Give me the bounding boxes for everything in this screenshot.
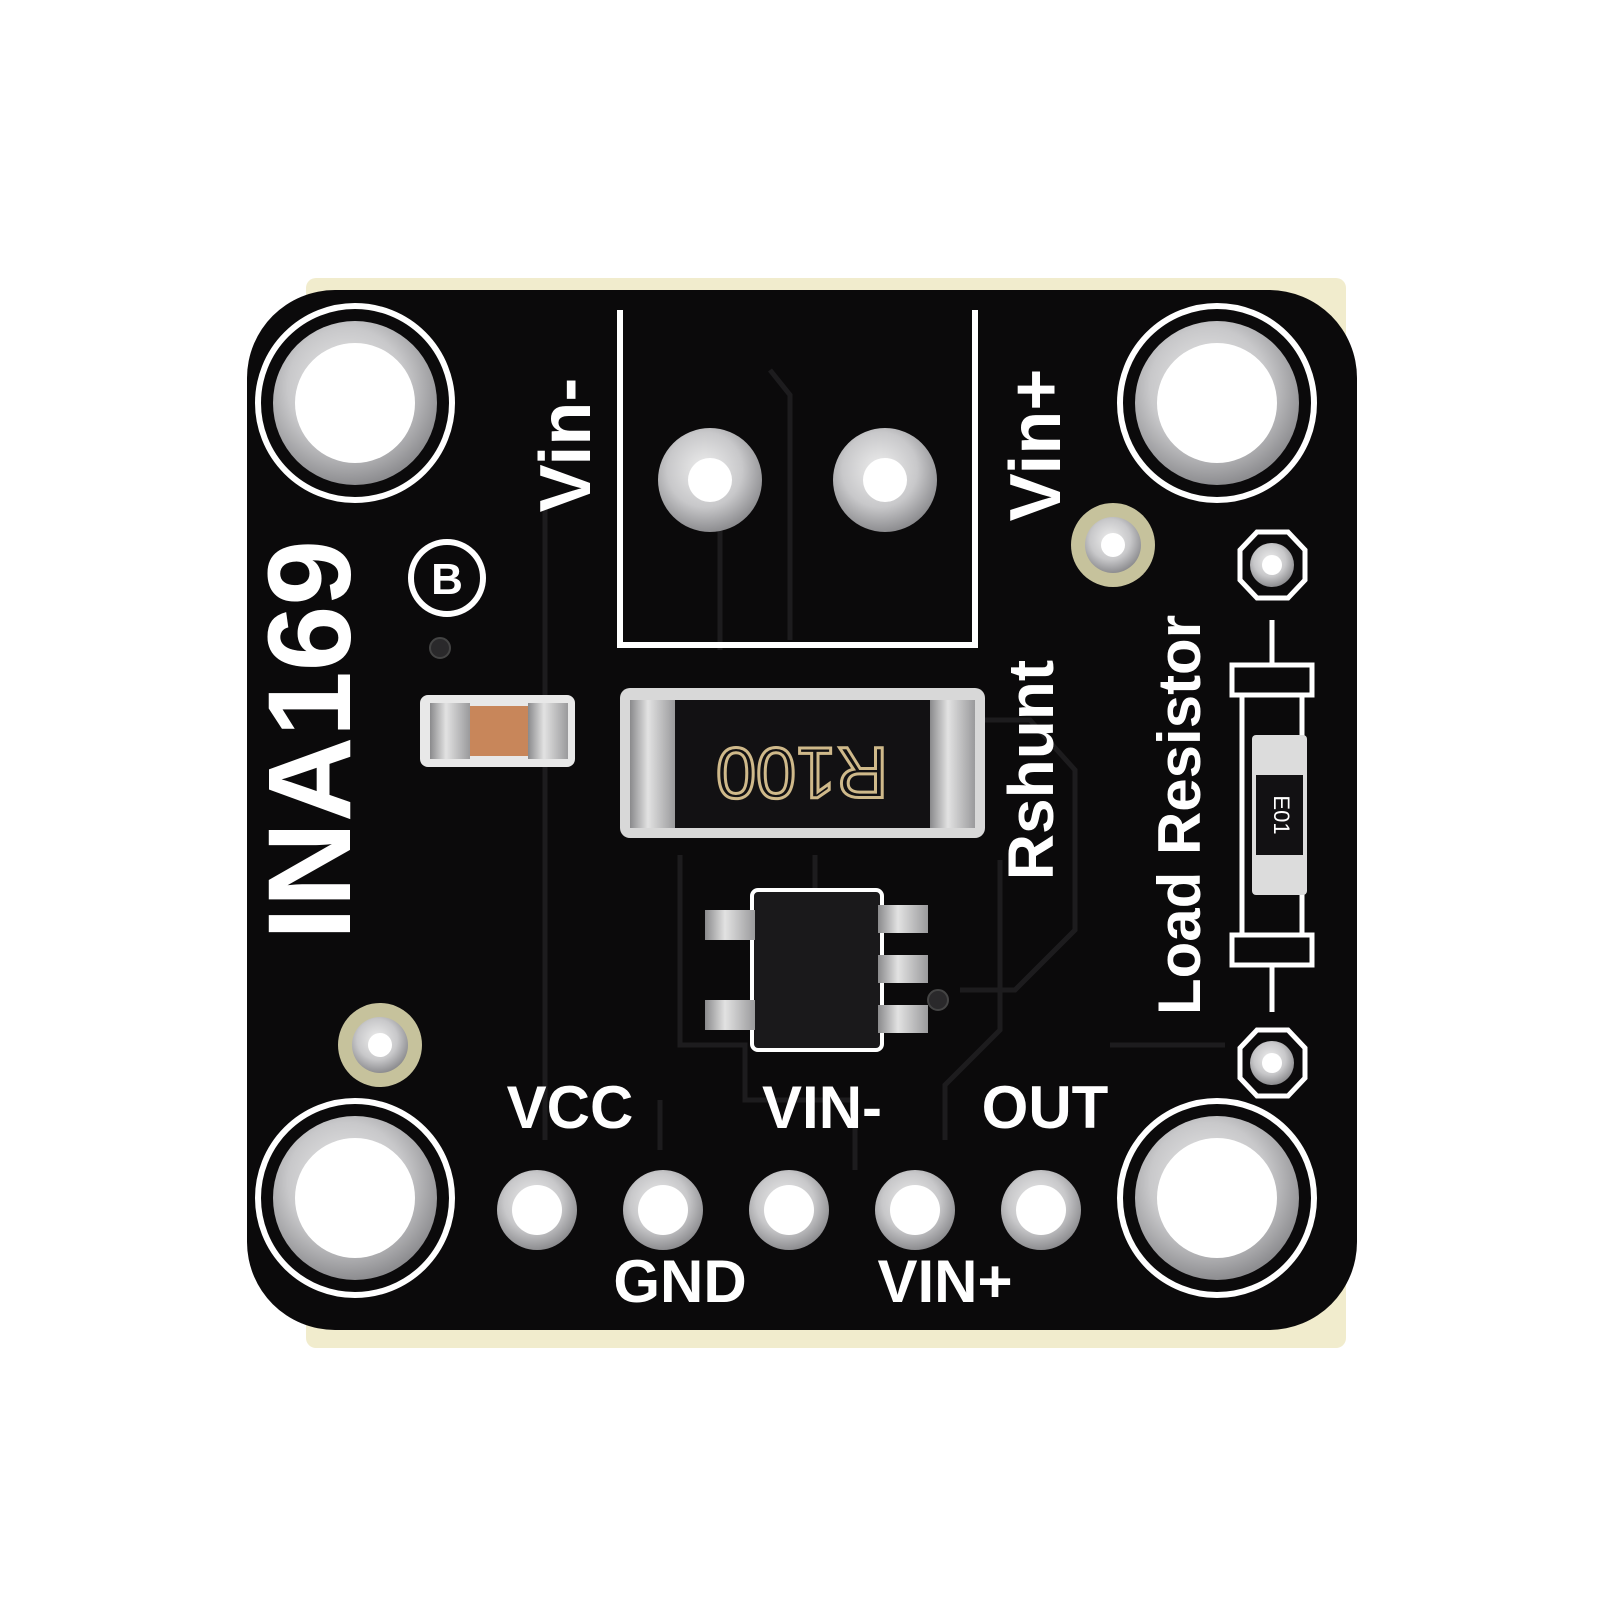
pin-label-gnd: GND bbox=[613, 1248, 746, 1315]
logo-letter: B bbox=[431, 555, 463, 604]
load-resistor-label: Load Resistor bbox=[1146, 615, 1213, 1015]
pin-label-vcc: VCC bbox=[507, 1074, 634, 1141]
header-pad-out bbox=[1001, 1170, 1081, 1250]
shunt-marking: R100 bbox=[716, 732, 888, 812]
test-point-left bbox=[338, 1003, 422, 1087]
terminal-pad-right bbox=[833, 428, 937, 532]
logo-b-icon: B bbox=[408, 539, 486, 617]
pin-label-vin-plus: VIN+ bbox=[877, 1248, 1012, 1315]
test-point-right bbox=[1071, 503, 1155, 587]
load-resistor-pad-bottom bbox=[1237, 1027, 1308, 1099]
smd-capacitor bbox=[420, 695, 575, 767]
terminal-label-vin-plus: Vin+ bbox=[996, 369, 1076, 522]
header-pad-vin-plus bbox=[875, 1170, 955, 1250]
terminal-pad-left bbox=[658, 428, 762, 532]
mounting-hole-bottom-left bbox=[255, 1098, 455, 1298]
pin-label-out: OUT bbox=[982, 1074, 1109, 1141]
mounting-hole-bottom-right bbox=[1117, 1098, 1317, 1298]
shunt-label: Rshunt bbox=[995, 660, 1067, 880]
header-pad-vcc bbox=[497, 1170, 577, 1250]
mounting-hole-top-right bbox=[1117, 303, 1317, 503]
shunt-resistor: R100 bbox=[620, 688, 985, 838]
header-pad-vin-minus bbox=[749, 1170, 829, 1250]
via bbox=[927, 989, 949, 1011]
header-pad-gnd bbox=[623, 1170, 703, 1250]
via bbox=[429, 637, 451, 659]
terminal-label-vin-minus: Vin- bbox=[526, 378, 606, 513]
board-title: INA169 bbox=[244, 540, 376, 940]
load-resistor-chip: E01 bbox=[1252, 735, 1307, 895]
load-resistor-marking: E01 bbox=[1269, 795, 1294, 834]
mounting-hole-top-left bbox=[255, 303, 455, 503]
terminal-block-outline bbox=[617, 310, 978, 648]
pin-label-vin-minus: VIN- bbox=[762, 1074, 882, 1141]
load-resistor-pad-top bbox=[1237, 529, 1308, 601]
sense-amplifier-ic bbox=[705, 888, 928, 1052]
